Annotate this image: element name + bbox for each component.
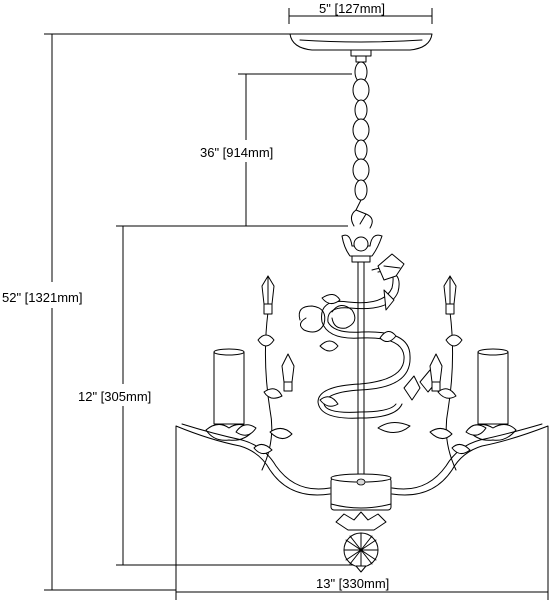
central-body [330,473,392,511]
canopy-width-dimension: 5" [127mm] [288,1,433,24]
chain-length-label: 36" [914mm] [200,145,273,160]
center-stem [357,261,365,479]
canopy-width-label: 5" [127mm] [319,1,385,16]
bottom-crystal [335,511,387,573]
right-candle-arm [391,275,549,496]
top-crown [341,234,383,263]
fixture-height-label: 12" [305mm] [78,389,151,404]
ceiling-canopy [289,33,433,63]
hanging-chain [350,61,373,229]
overall-height-label: 52" [1321mm] [2,290,83,305]
decorative-spirals [298,267,411,419]
fixture-width-label: 13" [330mm] [316,576,389,591]
overall-height-dimension: 52" [1321mm] [2,33,290,591]
fixture-width-dimension: 13" [330mm] [175,426,549,600]
left-candle-arm [175,275,331,496]
chain-length-dimension: 36" [914mm] [200,73,352,226]
fixture-height-dimension: 12" [305mm] [78,225,360,566]
decorative-leaves [319,253,439,433]
